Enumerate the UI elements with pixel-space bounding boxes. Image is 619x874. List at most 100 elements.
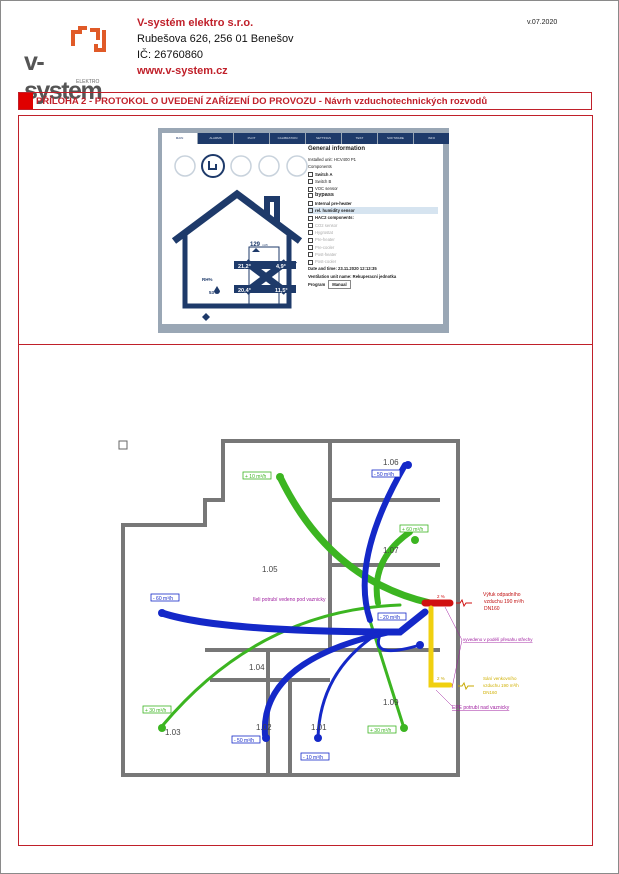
component-preheater[interactable]: Internal pre-heater [308, 200, 438, 207]
room-label: 1.03 [165, 728, 181, 737]
components-label: Components [308, 164, 332, 170]
flow-label: + 60 m³/h [402, 527, 423, 533]
tab-info[interactable]: INFO [414, 133, 449, 144]
mode-sleep-icon [286, 155, 308, 177]
flow-label: + 30 m³/h [370, 728, 391, 734]
logo-mark-icon [71, 26, 106, 52]
flow-label: - 20 m³/h [380, 615, 400, 621]
rh-label: RH% [202, 277, 213, 282]
component-humidity[interactable]: rel. humidity sensor [308, 207, 438, 215]
tab-plot[interactable]: PLOT [234, 133, 269, 144]
main-panel: 129 m³/h 21,2° 4,9° 20,4° 11,5° RH% 53 [162, 144, 443, 324]
humidity-drop-icon [214, 286, 220, 294]
slope-label: 2 % [437, 594, 445, 599]
component-voc[interactable]: VOC sensor [308, 185, 438, 192]
flow-label: - 50 m³/h [374, 472, 394, 478]
supply-duct [363, 603, 405, 727]
temp-extract: 21,2° [238, 264, 251, 270]
hac2-hygrostat[interactable]: Hygrostat [308, 229, 438, 236]
fan-logo-icon [202, 313, 210, 321]
supply-duct [276, 473, 434, 607]
hac2-preheater[interactable]: Pre-heater [308, 236, 438, 243]
unit-tabs: MAIN ALARMS PLOT CALIBRATION SETTINGS TE… [162, 133, 450, 144]
company-web[interactable]: www.v-system.cz [137, 65, 228, 77]
exhaust-flow: vzduchu 190 m³/h [484, 599, 524, 605]
component-switch-b[interactable]: Switch B [308, 178, 438, 185]
slope-label: 2 % [437, 676, 445, 681]
intake-flow: vzduchu 190 m³/h [483, 683, 519, 688]
hac2-co2[interactable]: CO2 sensor [308, 222, 438, 229]
info-heading: General information [308, 146, 366, 152]
tab-main[interactable]: MAIN [162, 133, 197, 144]
mode-manual-icon [201, 154, 225, 178]
version: v.07.2020 [527, 19, 558, 26]
mode-auto-icon [174, 155, 196, 177]
tab-alarms[interactable]: ALARMS [198, 133, 233, 144]
room-label: 1.04 [249, 663, 265, 672]
intake-label: Sání venkovního [483, 676, 517, 681]
tab-test[interactable]: TEST [342, 133, 377, 144]
company-ic: IČ: 26760860 [137, 49, 204, 61]
exhaust-label: Výfuk odpadního [483, 592, 521, 598]
content-box [18, 115, 593, 846]
unit-name: Ventilation unit name: Rekuperacní jedno… [308, 273, 397, 279]
component-bypass[interactable]: bypass [308, 192, 438, 199]
room-label: 1.02 [256, 723, 272, 732]
intake-dn: DN160 [483, 690, 498, 695]
exhaust-dn: DN160 [484, 606, 500, 612]
exhaust-arrow-icon [456, 598, 472, 608]
temp-exhaust: 11,5° [275, 288, 288, 294]
rh-value: 53 [209, 290, 215, 295]
flow-value: 129 [250, 242, 261, 248]
logo-text: v-system [24, 48, 103, 105]
supply-duct [373, 529, 413, 606]
company-name: V-systém elektro s.r.o. [137, 17, 254, 29]
room-label: 1.09 [383, 698, 399, 707]
ceiling-note: Ileli potrubí vedeno pod vaznicky [253, 597, 326, 603]
extract-duct [361, 462, 408, 623]
date-time: Date and time: 23.11.2020 12:13:35 [308, 266, 377, 272]
room-label: 1.01 [311, 723, 327, 732]
house-diagram: 129 m³/h 21,2° 4,9° 20,4° 11,5° RH% 53 [171, 154, 308, 321]
general-info: General information Installed unit: HCV4… [308, 146, 438, 290]
hac2-postheater[interactable]: Post-heater [308, 251, 438, 258]
hac2-header[interactable]: HAC2 components: [308, 214, 438, 221]
logo-sub: ELEKTRO [76, 79, 100, 85]
content-divider [18, 344, 593, 345]
hac2-postcooler[interactable]: Post-cooler [308, 258, 438, 265]
title-marker [19, 93, 33, 109]
tab-settings[interactable]: SETTINGS [306, 133, 341, 144]
temp-outdoor: 4,9° [276, 264, 286, 270]
roof-note: vyvedeno v podélí přesahu střechy [463, 637, 533, 642]
company-logo: v-system ELEKTRO [24, 26, 106, 105]
installed-unit: Installed unit: HCV400 P1 [308, 157, 356, 162]
company-address: Rubešova 626, 256 01 Benešov [137, 33, 294, 45]
extract-duct [316, 630, 382, 740]
intake-duct [428, 605, 453, 688]
flow-label: + 10 m³/h [245, 474, 266, 480]
epe-note: EPE potrubí nad vaznicky [452, 705, 510, 711]
extract-duct [261, 629, 393, 738]
unit-screenshot: MAIN ALARMS PLOT CALIBRATION SETTINGS TE… [158, 128, 449, 333]
hac2-precooler[interactable]: Pre-cooler [308, 244, 438, 251]
mode-holiday-icon [258, 155, 280, 177]
component-switch-a[interactable]: Switch A [308, 171, 438, 178]
tab-software[interactable]: SOFTWARE [378, 133, 413, 144]
program-select[interactable]: Manual [328, 280, 351, 290]
extract-duct [158, 608, 429, 636]
room-label: 1.05 [262, 565, 278, 574]
temp-supply: 20,4° [238, 288, 251, 294]
intake-arrow-icon [458, 681, 474, 691]
mode-calendar-icon [230, 155, 252, 177]
flow-label: + 30 m³/h [145, 708, 166, 714]
flow-label: - 60 m³/h [153, 596, 173, 602]
flow-unit: m³/h [262, 243, 268, 247]
section-title-bar: PŘÍLOHA 2 - PROTOKOL O UVEDENÍ ZAŘÍZENÍ … [18, 92, 592, 110]
tab-calibration[interactable]: CALIBRATION [270, 133, 305, 144]
room-label: 1.07 [383, 546, 399, 555]
section-title: PŘÍLOHA 2 - PROTOKOL O UVEDENÍ ZAŘÍZENÍ … [36, 96, 488, 107]
flow-label: - 50 m³/h [234, 738, 254, 744]
room-label: 1.06 [383, 458, 399, 467]
